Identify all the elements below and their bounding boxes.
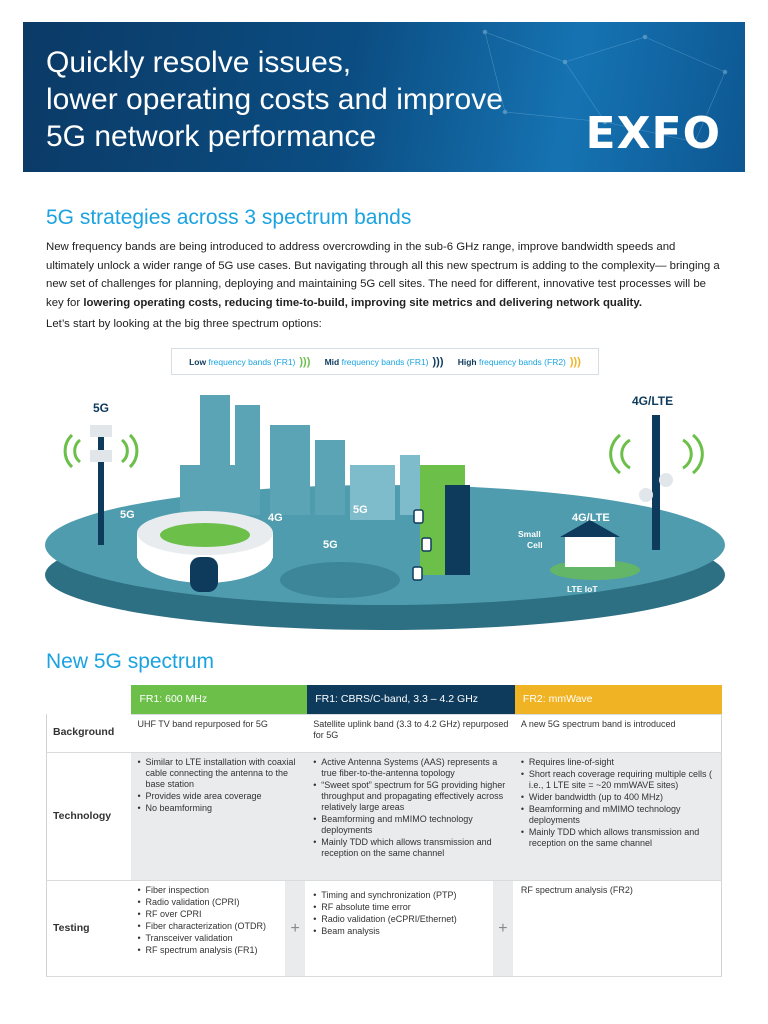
section-heading-strategies: 5G strategies across 3 spectrum bands (46, 206, 412, 229)
banner-title: Quickly resolve issues, lower operating … (46, 44, 503, 155)
banner-title-line: lower operating costs and improve (46, 83, 503, 116)
legend-item-mid: Mid frequency bands (FR1) ))) (325, 356, 444, 368)
highrise-dark (445, 485, 470, 575)
header-spacer (47, 685, 132, 714)
label-4g-stadium: 4G (268, 512, 283, 524)
row-label-background: Background (46, 714, 132, 753)
label-4g-lte-house: 4G/LTE (572, 512, 610, 524)
list-item: Transceiver validation (137, 933, 279, 944)
cell-technology-mmwave: Requires line-of-sight Short reach cover… (514, 752, 722, 881)
legend-strong: High (457, 356, 477, 367)
section-heading-spectrum: New 5G spectrum (46, 650, 215, 673)
table-row-testing: Testing Fiber inspection Radio validatio… (46, 880, 722, 977)
list-item: Mainly TDD which allows transmission and… (313, 837, 509, 859)
label-5g-ground: 5G (323, 539, 338, 551)
header-fr1-cbrs: FR1: CBRS/C-band, 3.3 – 4.2 GHz (307, 685, 515, 715)
list-item: RF spectrum analysis (FR1) (137, 945, 279, 956)
cell-background-mmwave: A new 5G spectrum band is introduced (514, 714, 722, 753)
table-row-background: Background UHF TV band repurposed for 5G… (46, 714, 722, 753)
list-item: Radio validation (eCPRI/Ethernet) (313, 914, 487, 925)
legend-text: frequency bands (FR1) (206, 356, 296, 367)
coverage-zone (280, 562, 400, 598)
list-item: Fiber characterization (OTDR) (137, 921, 279, 932)
list-item: RF over CPRI (137, 909, 279, 920)
label-small: Small (518, 529, 541, 539)
cell-background-fr1: UHF TV band repurposed for 5G (131, 714, 308, 753)
cell-testing-cbrs: Timing and synchronization (PTP) RF abso… (307, 880, 515, 977)
label-5g-building: 5G (353, 504, 368, 516)
list-item: “Sweet spot” spectrum for 5G providing h… (313, 780, 509, 813)
city-network-illustration: 5G 4G/LTE 5G 4G 5G 5G 4G/LTE Small Cell … (45, 394, 725, 630)
left-5g-tower (63, 425, 139, 545)
legend-strong: Mid (324, 356, 340, 367)
label-cell: Cell (527, 540, 543, 550)
frequency-legend: Low frequency bands (FR1) ))) Mid freque… (171, 348, 599, 375)
table-header-row: FR1: 600 MHz FR1: CBRS/C-band, 3.3 – 4.2… (47, 685, 722, 715)
signal-waves-icon: ))) (432, 355, 444, 368)
cell-technology-cbrs: Active Antenna Systems (AAS) represents … (307, 752, 515, 881)
stadium (137, 511, 273, 592)
list-item: Mainly TDD which allows transmission and… (521, 827, 715, 849)
list-item: Similar to LTE installation with coaxial… (137, 757, 301, 790)
header-banner: Quickly resolve issues, lower operating … (23, 22, 745, 172)
list-item: No beamforming (137, 803, 301, 814)
right-lte-tower (609, 415, 704, 550)
lead-sentence: Let’s start by looking at the big three … (46, 318, 322, 330)
label-5g-tower: 5G (93, 401, 109, 415)
list-item: Wider bandwidth (up to 400 MHz) (521, 792, 715, 803)
list-item: Short reach coverage requiring multiple … (521, 769, 715, 791)
legend-strong: Low (189, 356, 207, 367)
list-item: Radio validation (CPRI) (137, 897, 279, 908)
exfo-logo: EXFO (585, 108, 721, 159)
list-item: Beamforming and mMIMO technology deploym… (521, 804, 715, 826)
list-item: Beam analysis (313, 926, 487, 937)
cell-background-cbrs: Satellite uplink band (3.3 to 4.2 GHz) r… (307, 714, 515, 753)
label-5g-stadium: 5G (120, 509, 135, 521)
header-fr1-600: FR1: 600 MHz (131, 685, 308, 715)
list-item: Timing and synchronization (PTP) (313, 890, 487, 901)
legend-item-low: Low frequency bands (FR1) ))) (189, 356, 310, 368)
list-item: Requires line-of-sight (521, 757, 715, 768)
legend-item-high: High frequency bands (FR2) ))) (458, 356, 581, 368)
header-fr2-mmwave: FR2: mmWave (514, 685, 722, 715)
cell-technology-fr1: Similar to LTE installation with coaxial… (131, 752, 308, 881)
cell-testing-fr1: Fiber inspection Radio validation (CPRI)… (131, 880, 308, 977)
list-item: Provides wide area coverage (137, 791, 301, 802)
banner-title-line: 5G network performance (46, 120, 377, 153)
intro-text: New frequency bands are being introduced… (46, 241, 720, 309)
spectrum-table: FR1: 600 MHz FR1: CBRS/C-band, 3.3 – 4.2… (46, 685, 722, 977)
intro-bold-text: lowering operating costs, reducing time-… (83, 296, 643, 309)
signal-waves-icon: ))) (299, 355, 311, 368)
banner-title-line: Quickly resolve issues, (46, 46, 352, 79)
cell-testing-mmwave: RF spectrum analysis (FR2) (514, 880, 722, 977)
label-lte-iot: LTE IoT (567, 584, 598, 594)
legend-text: frequency bands (FR2) (476, 356, 566, 367)
plus-icon: + (492, 880, 513, 976)
intro-paragraph: New frequency bands are being introduced… (46, 238, 726, 312)
row-label-testing: Testing (46, 880, 132, 977)
list-item: Fiber inspection (137, 885, 279, 896)
legend-text: frequency bands (FR1) (339, 356, 429, 367)
network-pattern (482, 29, 728, 145)
row-label-technology: Technology (46, 752, 132, 881)
signal-waves-icon: ))) (569, 355, 581, 368)
list-item: RF absolute time error (313, 902, 487, 913)
label-4g-lte-tower: 4G/LTE (632, 394, 673, 408)
list-item: Beamforming and mMIMO technology deploym… (313, 814, 509, 836)
house-small-cell (550, 520, 640, 580)
table-row-technology: Technology Similar to LTE installation w… (46, 752, 722, 881)
plus-icon: + (285, 880, 306, 976)
list-item: Active Antenna Systems (AAS) represents … (313, 757, 509, 779)
